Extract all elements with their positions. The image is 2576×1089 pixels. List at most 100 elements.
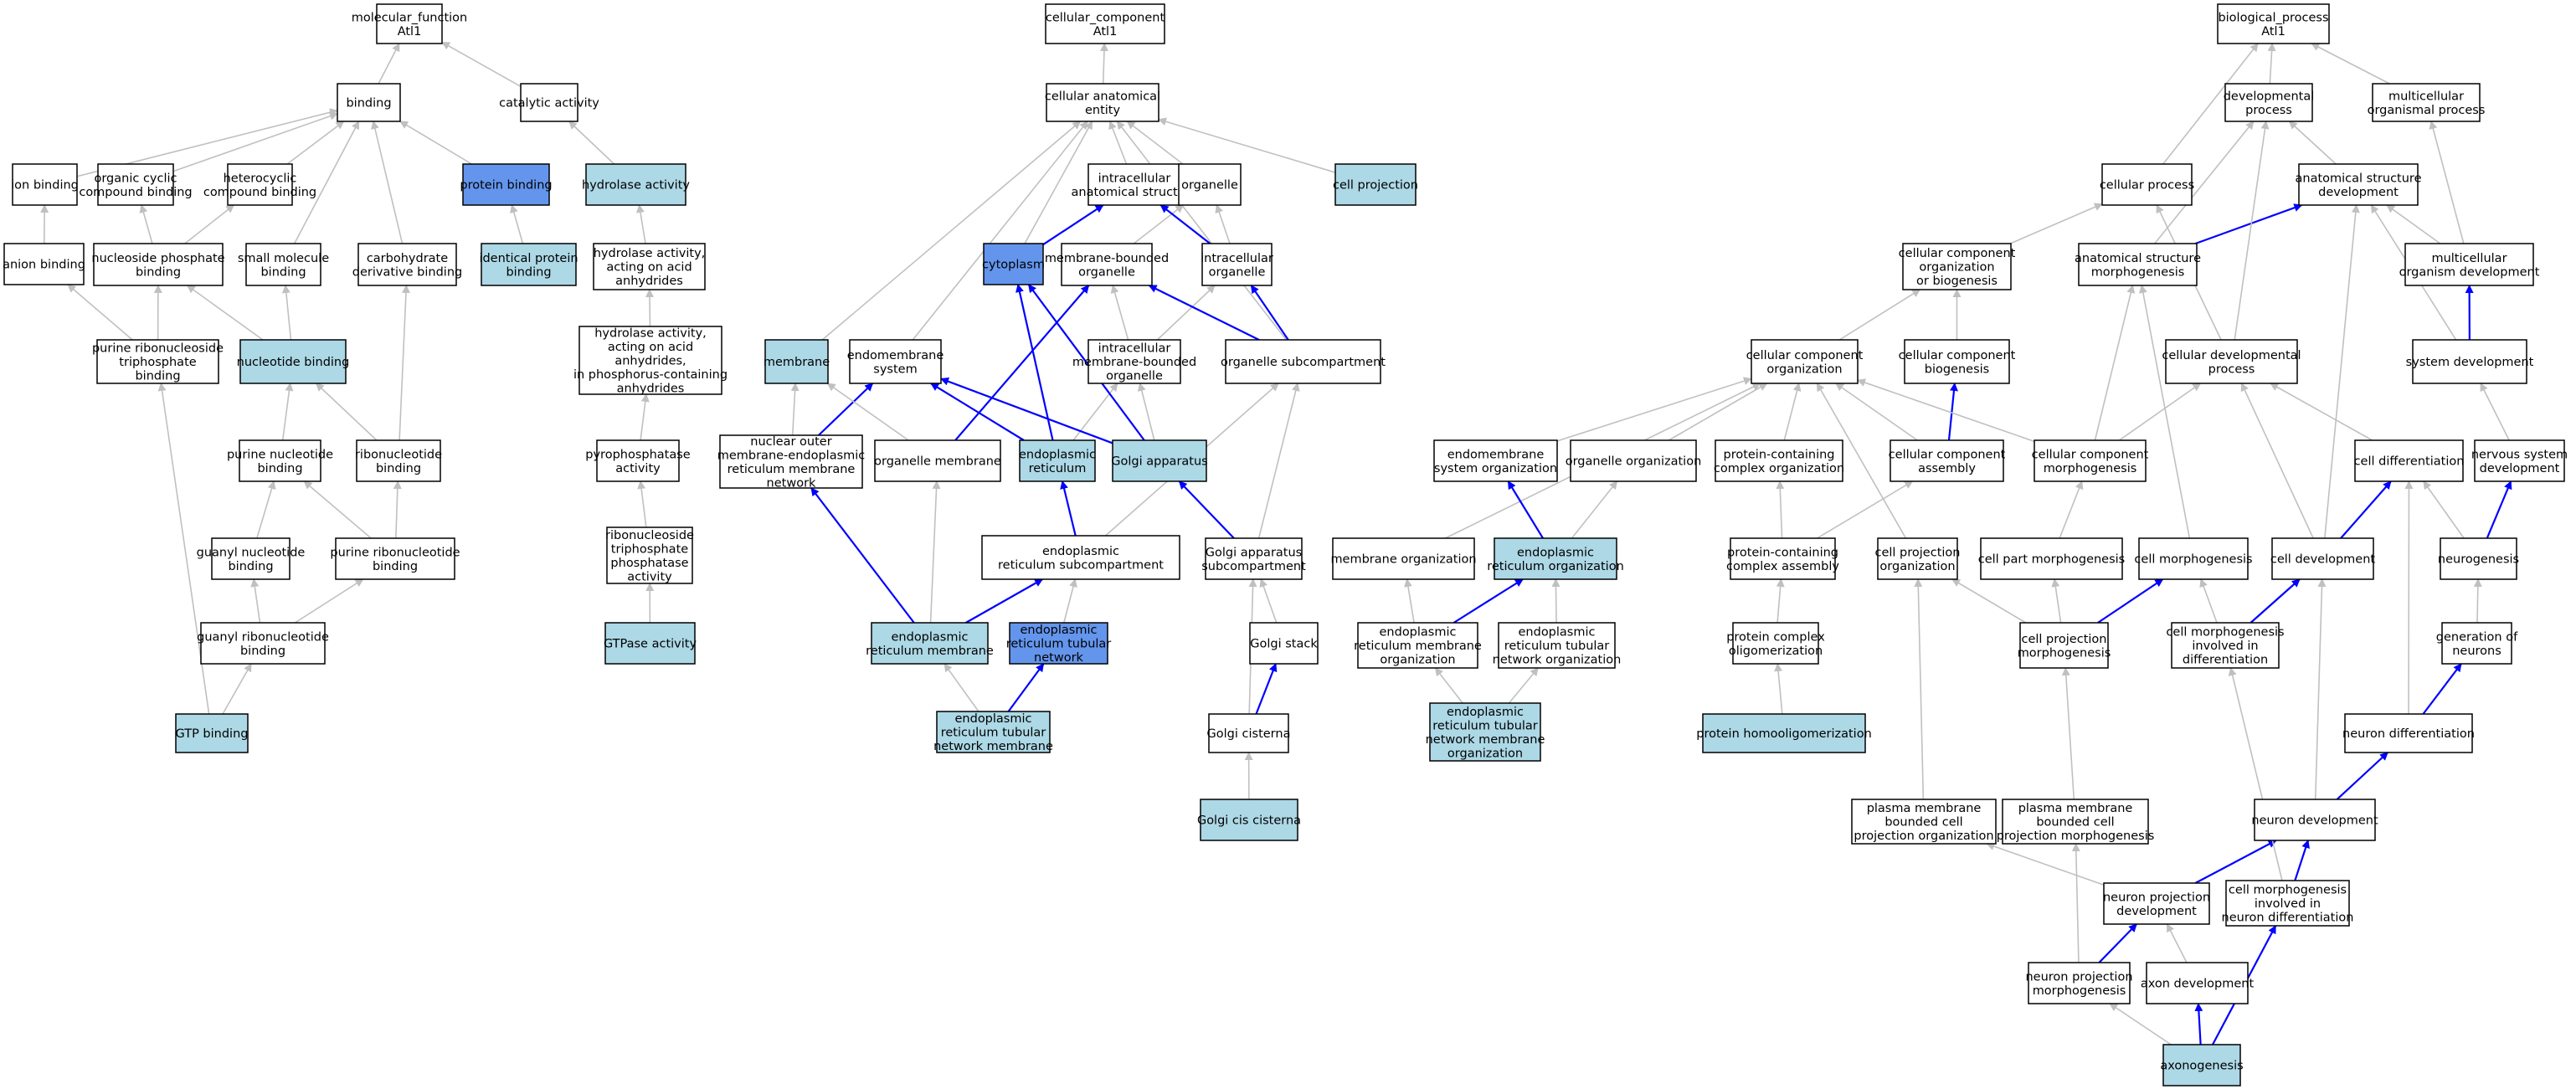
node-box xyxy=(578,326,722,395)
node-label-line: membrane organization xyxy=(1330,553,1476,567)
edge-neurogenesis-to-cell_differentiation xyxy=(2423,480,2465,539)
node-label-line: bounded cell xyxy=(1884,816,1962,830)
edge-cell_projection-to-cellular_anatomical xyxy=(1158,117,1336,173)
node-label-line: network xyxy=(1034,651,1083,665)
node-neuron-development: neuron development xyxy=(2251,799,2378,841)
node-label-line: cell morphogenesis xyxy=(2134,553,2252,567)
node-label-line: differentiation xyxy=(2183,654,2268,667)
node-box xyxy=(337,83,401,122)
node-label-line: neuron projection xyxy=(2103,891,2210,904)
node-label-line: organization xyxy=(1766,362,1842,376)
edge-endomembrane_org-to-cc_organization xyxy=(1556,377,1752,442)
node-label-line: neuron differentiation xyxy=(2222,912,2354,925)
node-label-line: reticulum tubular xyxy=(941,727,1046,740)
node-box xyxy=(983,243,1044,285)
edge-er_membrane-to-nuclear_outer xyxy=(810,487,915,624)
node-label-line: compound binding xyxy=(203,186,316,199)
node-label-line: organization xyxy=(1447,747,1523,760)
node-label-line: molecular_function xyxy=(352,11,467,24)
node-box xyxy=(245,243,321,286)
edge-organelle_membrane-to-membrane_bounded xyxy=(954,285,1090,441)
node-box xyxy=(1429,702,1541,762)
node-box xyxy=(1019,439,1096,482)
node-membrane: membrane xyxy=(764,339,830,384)
edge-cc_morphogenesis-to-cc_organization xyxy=(1857,378,2035,443)
node-label-line: binding xyxy=(506,265,551,279)
node-box xyxy=(96,339,219,384)
edge-er-to-cytoplasm xyxy=(1015,284,1054,441)
node-system-development: system development xyxy=(2406,339,2534,384)
node-box xyxy=(1980,537,2123,580)
node-box xyxy=(849,339,942,384)
node-label-line: Golgi apparatus xyxy=(1111,455,1207,469)
node-box xyxy=(2412,339,2527,384)
edge-anat_structure_dev-to-developmental_process xyxy=(2288,121,2337,165)
edge-pyrophosphatase-to-hydrolase_phosphorus xyxy=(640,393,650,441)
node-label-line: anatomical structure xyxy=(2075,252,2201,265)
node-box xyxy=(2225,880,2350,927)
edge-protein_complex_org-to-cc_organization xyxy=(1783,383,1802,441)
node-box xyxy=(462,163,550,206)
node-box xyxy=(1201,243,1273,286)
node-organelle-membrane: organelle membrane xyxy=(874,439,1001,482)
node-box xyxy=(2441,622,2512,665)
edge-neuron_differentiation-to-generation_neurons xyxy=(2422,663,2462,715)
edge-cell_development-to-anat_structure_dev xyxy=(2324,204,2360,539)
node-label-line: entity xyxy=(1085,104,1121,117)
node-box xyxy=(981,535,1180,580)
node-box xyxy=(2354,439,2464,482)
node-box xyxy=(1877,537,1958,580)
node-label-line: endoplasmic xyxy=(955,712,1032,726)
edge-neuron_development-to-neuron_differentiation xyxy=(2336,752,2388,800)
node-label-line: protein binding xyxy=(460,179,552,193)
edge-cytoplasm-to-cellular_anatomical xyxy=(1024,121,1093,244)
node-label-line: reticulum subcompartment xyxy=(998,558,1164,572)
node-box xyxy=(606,527,693,584)
edge-hydrolase_activity-to-catalytic_activity xyxy=(568,121,615,165)
node-label-line: cell projection xyxy=(1333,179,1418,193)
node-box xyxy=(97,163,174,206)
edge-er_tubular_membrane_org-to-er_tubular_org xyxy=(1508,667,1539,704)
node-golgi-cis-cisterna: Golgi cis cisterna xyxy=(1197,799,1301,841)
node-label-line: axon development xyxy=(2141,978,2255,991)
node-label-line: purine ribonucleotide xyxy=(330,546,460,559)
edge-cc_organization-to-cc_org_biogenesis xyxy=(1838,289,1921,341)
node-label-line: endomembrane xyxy=(847,349,944,362)
edge-neuron_development-to-cell_development xyxy=(2314,578,2327,800)
node-box xyxy=(1249,622,1319,665)
node-label-line: anhydrides, xyxy=(614,355,686,368)
node-label-line: reticulum membrane xyxy=(866,645,994,658)
edge-cell_morphogenesis-to-anat_structure_morph xyxy=(2138,285,2191,539)
node-label-line: network xyxy=(767,476,816,490)
node-label-line: phosphatase xyxy=(610,557,688,570)
node-label-line: activity xyxy=(627,570,672,583)
edge-anat_structure_morph-to-anat_structure_dev xyxy=(2195,203,2303,245)
node-label-line: network membrane xyxy=(933,740,1053,753)
node-label-line: reticulum membrane xyxy=(728,463,856,476)
node-box xyxy=(2165,339,2298,384)
node-label-line: Golgi apparatus xyxy=(1206,546,1302,559)
edge-er_membrane_org-to-er_organization xyxy=(1453,578,1524,624)
node-label-line: cell development xyxy=(2270,553,2376,567)
edge-golgi_apparatus-to-intra_mb_organelle xyxy=(1137,383,1155,441)
node-label-line: development xyxy=(2318,186,2399,199)
edge-nervous_system_dev-to-system_development xyxy=(2480,383,2510,441)
node-label-line: Atl1 xyxy=(2261,25,2285,39)
edge-cellular_dev_process-to-developmental_process xyxy=(2234,121,2270,341)
node-label-line: binding xyxy=(260,265,306,279)
edge-pm_bounded_proj_org-to-cell_proj_org xyxy=(1914,578,1925,800)
node-axonogenesis: axonogenesis xyxy=(2160,1044,2244,1086)
edge-cc_assembly-to-cc_biogenesis xyxy=(1947,383,1958,441)
edge-purine_ribonucleotide-to-purine_nucleotide xyxy=(303,480,372,539)
